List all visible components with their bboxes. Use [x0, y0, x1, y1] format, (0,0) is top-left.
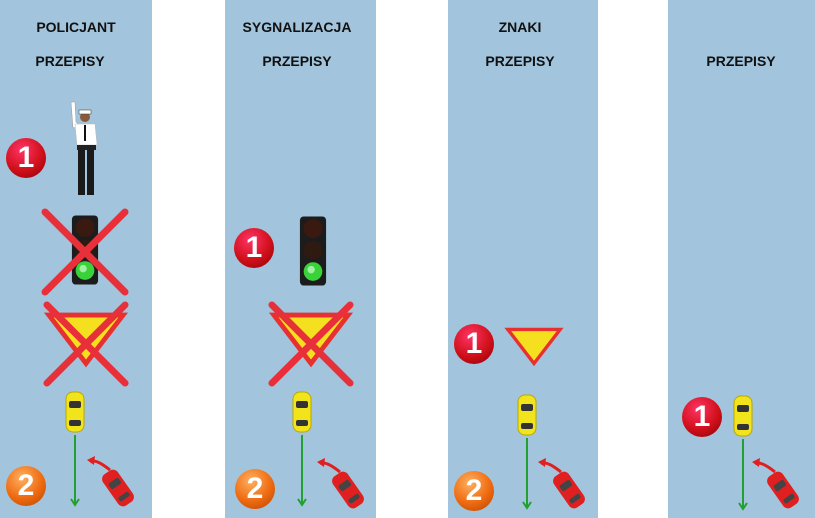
- column-subtitle: PRZEPISY: [485, 53, 555, 69]
- yellow-car-icon: [733, 395, 753, 437]
- cross-icon: [40, 207, 130, 297]
- straight-arrow-icon: [522, 438, 532, 510]
- priority-badge-1: 1: [6, 138, 46, 178]
- cross-icon: [267, 300, 355, 388]
- column-title: SYGNALIZACJA: [242, 19, 352, 35]
- red-car-turning-icon: [750, 452, 800, 512]
- straight-arrow-icon: [738, 439, 748, 511]
- yellow-car-icon: [517, 394, 537, 436]
- column-subtitle: PRZEPISY: [35, 53, 105, 69]
- priority-badge-2: 2: [6, 466, 46, 506]
- column-policjant: POLICJANT PRZEPISY 1 2: [0, 0, 152, 518]
- red-car-turning-icon: [536, 452, 586, 512]
- cross-icon: [42, 300, 130, 388]
- priority-badge-1: 1: [234, 228, 274, 268]
- column-title: ZNAKI: [498, 19, 542, 35]
- straight-arrow-icon: [297, 435, 307, 507]
- priority-badge-1: 1: [682, 397, 722, 437]
- column-title: POLICJANT: [36, 19, 116, 35]
- policeman-icon: [66, 100, 100, 200]
- priority-badge-2: 2: [454, 471, 494, 511]
- column-sygnalizacja: SYGNALIZACJA PRZEPISY 1 2: [225, 0, 376, 518]
- column-przepisy: PRZEPISY 1: [668, 0, 815, 518]
- yellow-car-icon: [65, 391, 85, 433]
- straight-arrow-icon: [70, 435, 80, 507]
- traffic-light-icon: [299, 213, 327, 289]
- red-car-turning-icon: [315, 452, 365, 512]
- column-subtitle: PRZEPISY: [262, 53, 332, 69]
- column-znaki: ZNAKI PRZEPISY 1 2: [448, 0, 598, 518]
- column-subtitle: PRZEPISY: [706, 53, 776, 69]
- red-car-turning-icon: [85, 450, 135, 510]
- priority-badge-2: 2: [235, 469, 275, 509]
- priority-badge-1: 1: [454, 324, 494, 364]
- yield-sign-icon: [503, 321, 565, 373]
- yellow-car-icon: [292, 391, 312, 433]
